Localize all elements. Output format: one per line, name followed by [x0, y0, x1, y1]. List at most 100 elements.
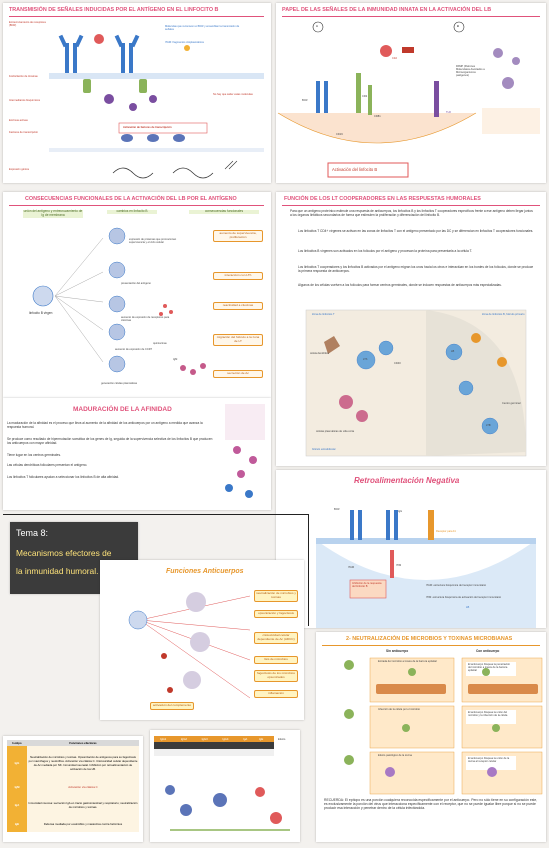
- slide-title: Papel de las señales de la inmunidad inn…: [282, 7, 492, 13]
- header-isotype: Isotipo: [7, 740, 27, 746]
- col-without-antibody: Sin anticuerpo: [386, 649, 409, 653]
- table-row: IgE Defensa mediada por eosinófilos y ma…: [7, 816, 139, 832]
- slide-title: Maduración de la afinidad: [73, 406, 172, 413]
- header-cell: IgA: [242, 736, 258, 742]
- step-3: Los linfocitos T cooperadores y los linf…: [298, 265, 534, 273]
- badge-inflammation: inflamación: [254, 690, 298, 698]
- label-igg: IgG: [398, 510, 403, 513]
- effect-caption: Efecto: [278, 738, 286, 741]
- affinity-line-1: La maduración de la afinidad es el proce…: [7, 421, 203, 429]
- affinity-diagram: [225, 404, 265, 498]
- slide-subclass-table: IgG1 IgG2 IgG3 IgG4 IgA IgE Efecto: [150, 730, 300, 842]
- zone-t-label: Zona de linfocitos T: [312, 313, 335, 316]
- change-survival: expresión de proteínas que promocionan s…: [129, 238, 177, 245]
- consequence-lth: interacción con LTh: [213, 272, 263, 280]
- extrafollicular-label: folículo extrafolicular: [312, 448, 336, 451]
- slide-title: Funciones Anticuerpos: [166, 568, 244, 575]
- function-cell: Activación vía clásica C: [27, 780, 139, 794]
- slide-affinity-maturation: Maduración de la afinidad La maduración …: [3, 398, 271, 510]
- feedback-diagram: [316, 510, 536, 628]
- title-underline: [282, 16, 540, 17]
- isotype-table: Isotipo Funciones efectoras IgG Neutrali…: [7, 740, 139, 832]
- slide-title: Función de los LT cooperadores en las re…: [284, 196, 481, 202]
- slide-title: Retroalimentación Negativa: [354, 476, 460, 485]
- header-cell: [154, 736, 160, 742]
- label-bcr: Entrecruzamiento de receptores (BCR): [9, 21, 46, 28]
- badge-complement: activación del complemento: [150, 702, 194, 710]
- title-underline: [9, 205, 264, 206]
- bubble-not-needed: No hay que saber estas moléculas: [213, 93, 253, 96]
- label-gene-expression: Expresión génica: [9, 168, 29, 171]
- header-cell: IgE: [257, 736, 274, 742]
- innate-diagram: [277, 21, 540, 178]
- slide-title: 2- Neutralización de microbios y toxinas…: [346, 636, 513, 642]
- zone-b-label: Zona de linfocitos B, folículo primario: [482, 313, 525, 316]
- step-1: Los linfocitos T CD4+ vírgenes se activa…: [298, 229, 534, 233]
- label-bcr: BCR: [302, 99, 308, 102]
- slide-title: Consecuencias funcionales de la activaci…: [25, 196, 237, 202]
- consequence-secretion: secreción de Ac: [213, 370, 263, 378]
- change-cytokine-receptors: aumento de expresión de receptores para …: [121, 316, 170, 323]
- subclass-table: IgG1 IgG2 IgG3 IgG4 IgA IgE: [154, 736, 274, 756]
- slide-isotype-table: Isotipo Funciones efectoras IgG Neutrali…: [3, 736, 143, 842]
- lth-label: LTh: [363, 358, 368, 361]
- affinity-line-3: Tiene lugar en los centros germinales.: [7, 453, 61, 457]
- subclass-diagram: [154, 770, 296, 840]
- title-underline: [322, 645, 540, 646]
- remember-note: RECUERDA: El epítopo es una porción cual…: [324, 798, 538, 811]
- slide-neutralization: 2- Neutralización de microbios y toxinas…: [316, 632, 546, 842]
- label-intermediates: Intermediarios bioquímicos: [9, 99, 40, 102]
- badge-opsonization: opsonización y fagocitosis: [254, 610, 298, 618]
- label-bcr: BCR: [334, 508, 340, 511]
- slide-helper-t: Función de los LT cooperadores en las re…: [276, 192, 546, 466]
- change-ccr7: aumento de expresión de CCR7: [115, 348, 153, 351]
- label-transcription: Factores de transcripción: [9, 131, 39, 134]
- consequence-migration: migración del folículo a la zona de LT: [213, 334, 263, 346]
- signal-diagram: [49, 34, 264, 179]
- header-cell: IgG4: [221, 736, 243, 742]
- header-functions: Funciones efectoras: [27, 740, 139, 746]
- affinity-line-5: Los linfocitos T foliculares ayudan a se…: [7, 475, 120, 479]
- affinity-line-4: Las células dendríticas foliculares pres…: [7, 463, 88, 467]
- isotype-cell: IgE: [7, 816, 27, 832]
- function-cell: Inmunidad mucosa: secreción IgA en tract…: [27, 794, 139, 816]
- transcription-label: Activación de factores de transcripción: [123, 126, 172, 129]
- helper-t-diagram: [305, 309, 527, 457]
- step-2: Los linfocitos B vírgenes son activados …: [298, 249, 473, 253]
- change-presentation: presentación del antígeno: [121, 282, 151, 285]
- change-igm: IgM: [173, 358, 178, 361]
- table-row: IgA Inmunidad mucosa: secreción IgA en t…: [7, 794, 139, 816]
- label-cd19: CD19: [336, 133, 343, 136]
- bubble-bcr-molecules: Moléculas que reconocen el BCR y ensambl…: [165, 25, 240, 32]
- functions-diagram: [128, 592, 251, 699]
- header-consequences: consecuencias funcionales: [189, 209, 259, 214]
- label-enzymes: Enzimas activas: [9, 119, 28, 122]
- plasma-label: células plasmáticas de vida corta: [316, 430, 355, 433]
- function-cell: Defensa mediada por eosinófilos y mastoc…: [27, 816, 139, 832]
- bubble-itam: ITAM: fragmentos citoplasmáticos: [165, 41, 204, 44]
- affinity-line-2: Se produce como resultado de hipermutaci…: [7, 437, 213, 445]
- note-itam: ITAM: estructura bioquímica del receptor…: [426, 584, 487, 587]
- note-block-toxin: El anticuerpo bloquea la unión de la tox…: [468, 757, 510, 764]
- table-row: IgG1 IgG2 IgG3 IgG4 IgA IgE: [154, 736, 274, 742]
- col-with-antibody: Con anticuerpo: [476, 649, 500, 653]
- row-epithelial-entry: Entrada del microbio a través de la barr…: [378, 660, 437, 663]
- label-cd81: CD81: [374, 115, 381, 118]
- badge-phagocytosis: fagocitosis de los microbios opsonizados: [254, 670, 298, 682]
- title-underline: [9, 16, 264, 17]
- slide-functional-consequences: Consecuencias funcionales de la activaci…: [3, 192, 271, 398]
- badge-lysis: lisis de microbios: [254, 656, 298, 664]
- badge-neutralization: neutralización de microbios y toxinas: [254, 590, 298, 602]
- function-cell: Neutralización de microbios y toxinas. O…: [27, 746, 139, 780]
- header-cell: IgG1: [159, 736, 180, 742]
- row-toxin-effect: Efecto patológico de la toxina: [378, 754, 412, 757]
- topic-title-1: Mecanismos efectores de: [16, 548, 112, 558]
- slide-antibody-functions: Funciones Anticuerpos neutralización de …: [100, 560, 304, 720]
- header-lb-changes: cambios en linfocito B: [107, 209, 157, 214]
- table-row: IgG Neutralización de microbios y toxina…: [7, 746, 139, 780]
- header-antigen-binding: unión del antígeno y entrecruzamiento de…: [23, 209, 83, 218]
- slide-title: Transmisión de señales inducidas por el …: [9, 7, 219, 13]
- isotype-cell: IgA: [7, 794, 27, 816]
- label-tyrosine: Fosforilación de tirosinas: [9, 75, 38, 78]
- badge-adcc: citotoxicidad celular dependiente de Ac …: [254, 632, 298, 644]
